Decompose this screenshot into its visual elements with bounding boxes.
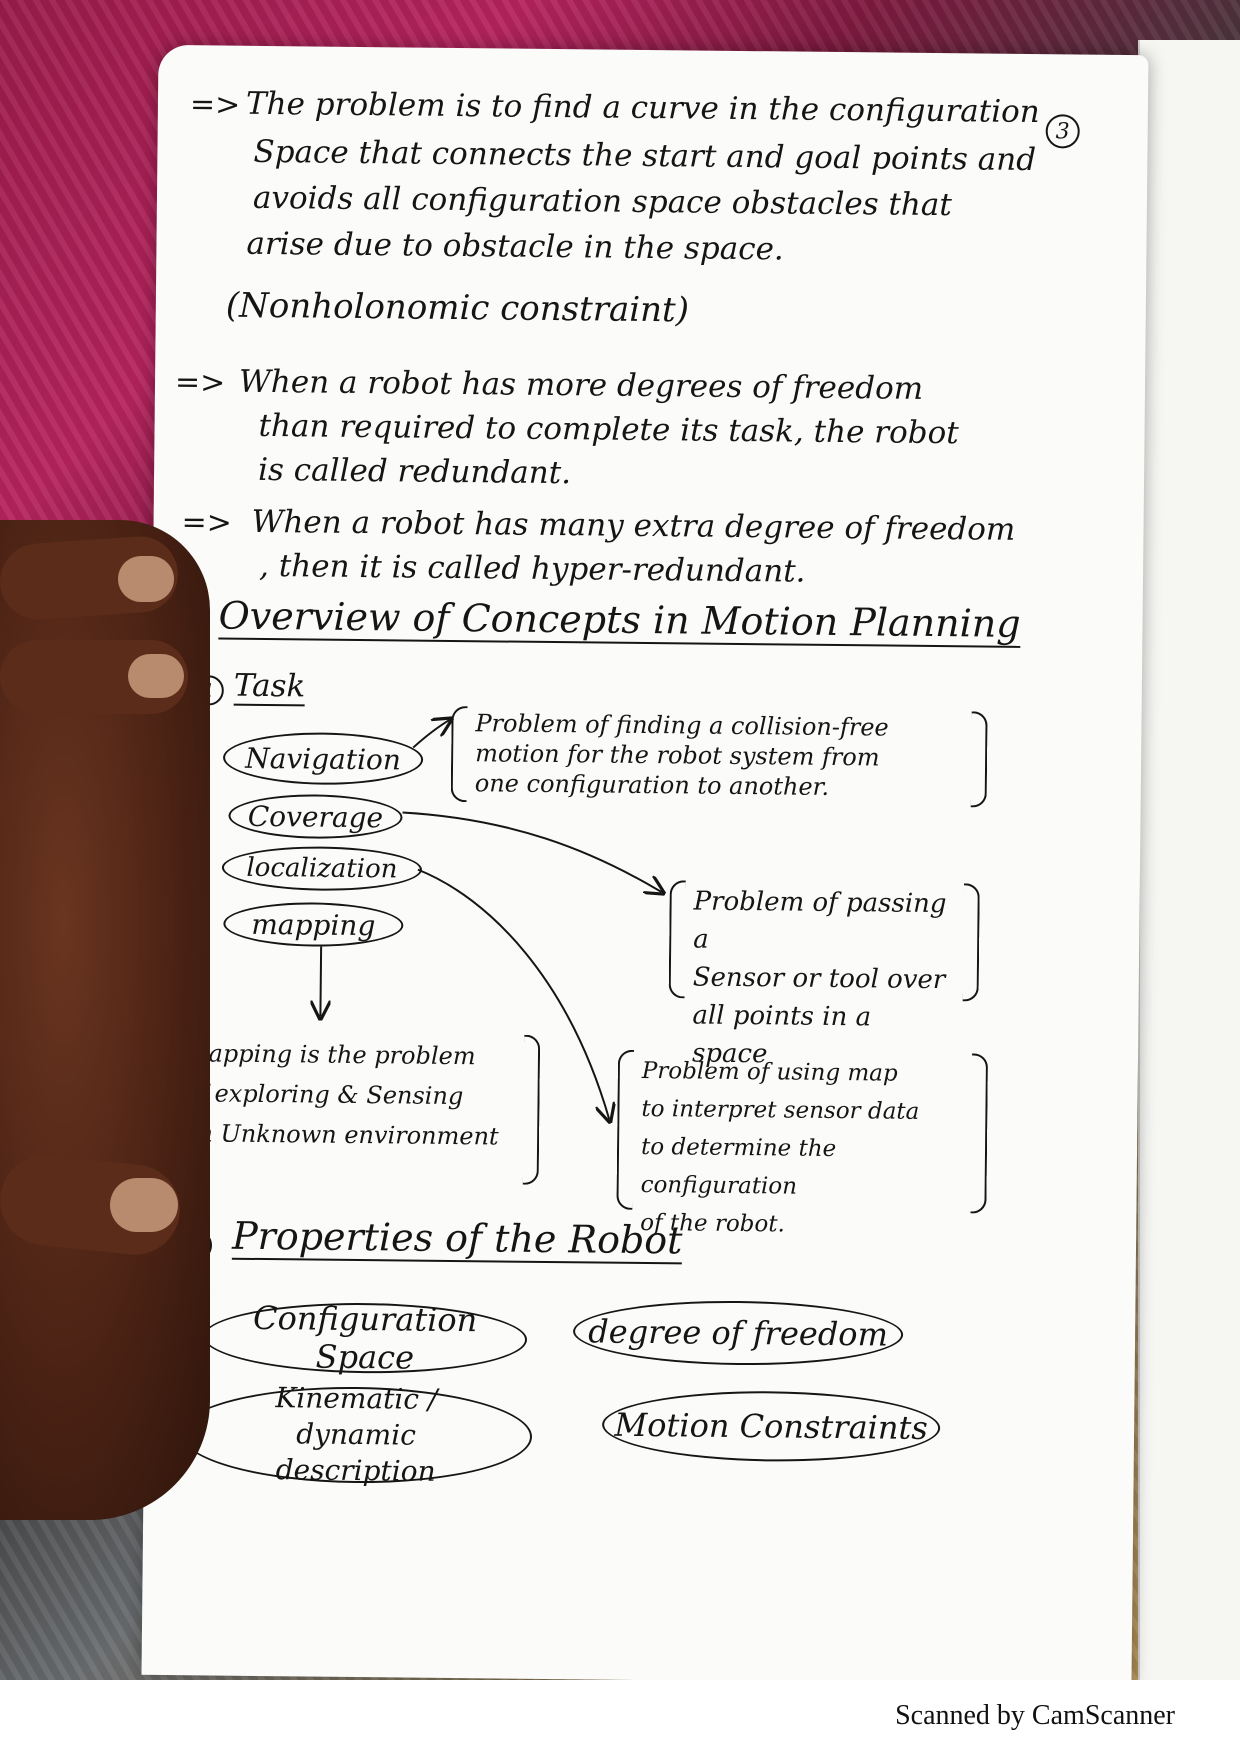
arrow-navigation — [412, 720, 449, 749]
fingernail — [110, 1178, 178, 1232]
fingernail — [118, 556, 174, 602]
arrow-localization — [417, 868, 612, 1120]
arrow-mapping — [320, 946, 321, 1017]
next-page-edge — [1138, 40, 1240, 1680]
fingernail — [128, 654, 184, 698]
notebook-page: 3 => The problem is to find a curve in t… — [141, 44, 1149, 1686]
arrow-coverage — [402, 811, 663, 892]
scanner-watermark: Scanned by CamScanner — [895, 1700, 1175, 1731]
scan-footer: Scanned by CamScanner — [0, 1680, 1240, 1755]
connector-arrows — [141, 45, 1148, 1685]
